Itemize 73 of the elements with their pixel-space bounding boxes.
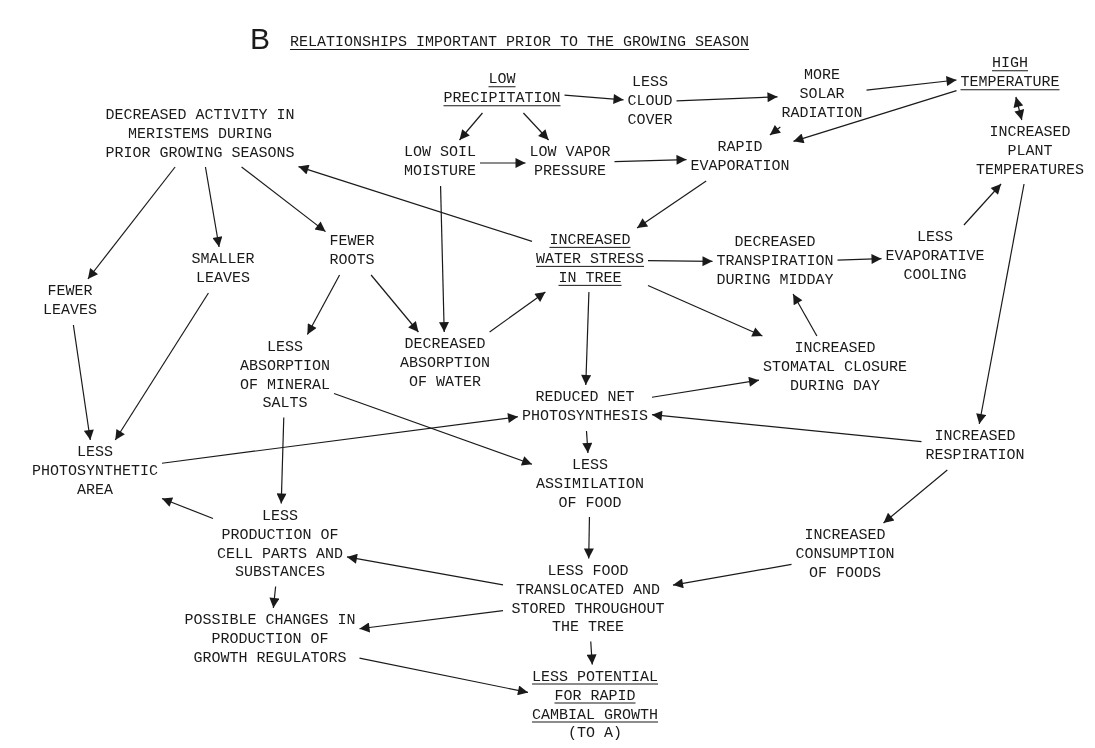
arrow [204, 166, 223, 248]
arrow [438, 185, 449, 333]
node-text: FEWER ROOTS [329, 233, 375, 271]
arrow [370, 274, 420, 333]
node-text: LESS PHOTOSYNTHETIC AREA [32, 443, 158, 501]
arrow [297, 164, 533, 242]
arrow [72, 324, 94, 441]
node-text: INCREASED STOMATAL CLOSURE DURING DAY [763, 339, 907, 397]
arrow [792, 90, 958, 144]
arrow [479, 158, 527, 168]
node-text: HIGH TEMPERATURE [960, 55, 1060, 93]
arrow [161, 413, 519, 464]
arrow [306, 274, 341, 336]
arrow [276, 416, 287, 505]
arrow [1013, 96, 1025, 121]
arrow [769, 124, 781, 136]
arrow [647, 284, 763, 337]
node-text: SMALLER LEAVES [191, 251, 255, 289]
arrow [489, 291, 546, 333]
arrow [114, 292, 210, 441]
node-text: LESS ABSORPTION OF MINERAL SALTS [240, 338, 330, 414]
arrow [963, 183, 1002, 226]
node-text: FEWER LEAVES [43, 283, 97, 321]
node-text: LESS POTENTIAL FOR RAPID CAMBIAL GROWTH [532, 668, 658, 725]
node-text: LESS CLOUD COVER [627, 73, 673, 131]
node-text: LOW PRECIPITATION [443, 71, 561, 109]
arrow [563, 94, 625, 105]
arrow [836, 254, 883, 264]
arrow [358, 657, 529, 696]
arrow [647, 256, 714, 267]
arrow [161, 497, 214, 520]
node-text: INCREASED CONSUMPTION OF FOODS [795, 526, 895, 584]
arrow [458, 112, 484, 141]
node-text: LOW VAPOR PRESSURE [529, 144, 611, 182]
arrow [522, 112, 550, 141]
node-text: LESS PRODUCTION OF CELL PARTS AND SUBSTANCES [217, 507, 343, 583]
node-text: INCREASED WATER STRESS IN TREE [536, 231, 644, 289]
node-note: (TO A) [568, 724, 622, 744]
node-text: POSSIBLE CHANGES IN PRODUCTION OF GROWTH REGULATORS [184, 611, 356, 669]
diagram-title: RELATIONSHIPS IMPORTANT PRIOR TO THE GROWING SEASON [290, 34, 750, 51]
node-text: LESS ASSIMILATION OF FOOD [536, 456, 644, 514]
arrow [651, 376, 760, 398]
node-text: RAPID EVAPORATION [690, 139, 790, 177]
arrow [582, 430, 593, 454]
arrow [586, 640, 597, 666]
node-text: DECREASED ABSORPTION OF WATER [400, 335, 490, 393]
arrow [792, 293, 818, 337]
arrow [882, 469, 948, 524]
panel-letter: B [250, 24, 270, 54]
node-text: INCREASED PLANT TEMPERATURES [976, 123, 1084, 181]
arrow [269, 585, 280, 609]
arrow [675, 92, 779, 103]
node-text: REDUCED NET PHOTOSYNTHESIS [522, 389, 648, 427]
arrow [358, 610, 504, 633]
node-text: LESS FOOD TRANSLOCATED AND STORED THROUGHOUT THE TREE [510, 562, 666, 638]
arrow [651, 410, 923, 443]
arrow [87, 166, 176, 280]
node-text: MORE SOLAR RADIATION [781, 66, 863, 124]
node-text: DECREASED TRANSPIRATION DURING MIDDAY [716, 233, 834, 291]
node-text: INCREASED RESPIRATION [925, 428, 1025, 466]
node-text: LESS EVAPORATIVE COOLING [885, 228, 985, 286]
arrow [613, 154, 688, 165]
node-text: DECREASED ACTIVITY IN MERISTEMS DURING PRIOR GROWING SEASONS [105, 106, 295, 164]
arrow [636, 180, 707, 229]
node-text: LOW SOIL MOISTURE [404, 144, 476, 182]
arrow [240, 166, 327, 233]
arrow [581, 291, 592, 386]
arrow [976, 183, 1025, 425]
arrow [333, 392, 533, 466]
arrow [865, 76, 958, 91]
arrow [346, 553, 504, 586]
arrow [672, 563, 793, 589]
arrow [583, 516, 594, 560]
